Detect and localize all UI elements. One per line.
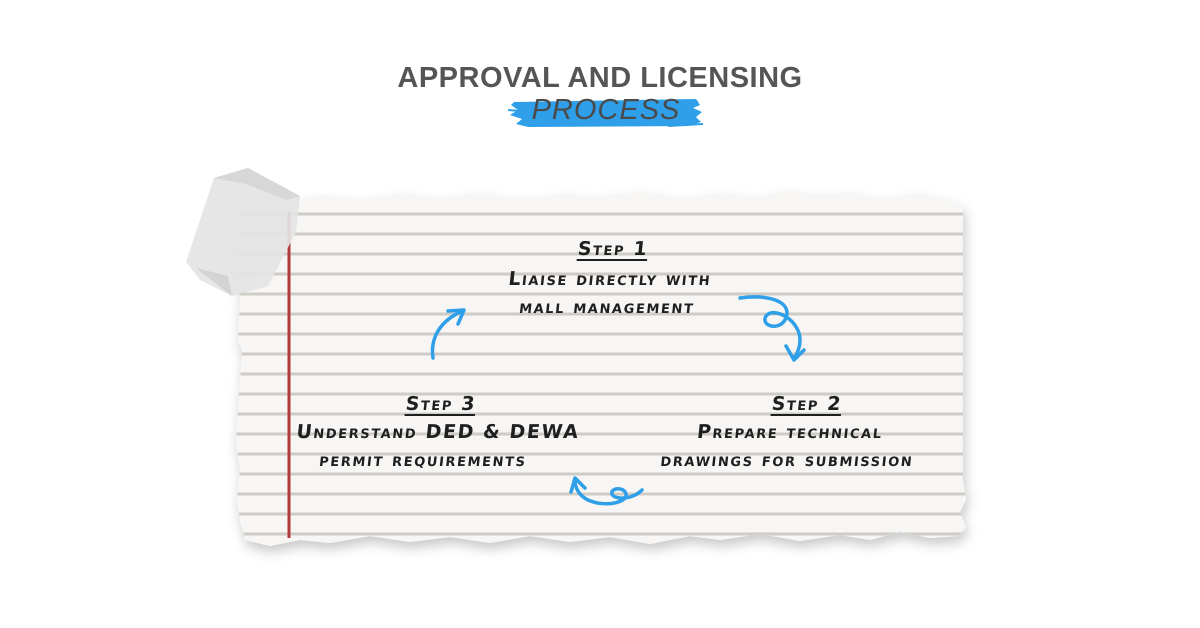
step-3-line-1: Understand DED & DEWA	[295, 421, 581, 443]
step-1: Step 1 Liaise directly with mall managem…	[466, 238, 754, 318]
step-1-line-1: Liaise directly with	[507, 268, 713, 290]
arrow-step2-to-step3	[569, 476, 644, 506]
step-2-line-1: Prepare technical	[696, 421, 884, 443]
arrow-step1-to-step2	[738, 295, 806, 362]
tape-piece	[186, 168, 300, 296]
page-subtitle: PROCESS	[531, 94, 681, 126]
arrow-step3-to-step1	[430, 308, 466, 360]
page-title: APPROVAL AND LICENSING	[397, 62, 803, 94]
step-2-line-2: drawings for submission	[659, 449, 915, 471]
step-2: Step 2 Prepare technical drawings for su…	[626, 393, 954, 471]
step-3-label: Step 3	[404, 393, 478, 415]
step-3-line-2: permit requirements	[318, 449, 528, 471]
step-1-line-2: mall management	[518, 296, 696, 318]
ruled-lines	[236, 212, 966, 536]
step-1-label: Step 1	[576, 238, 650, 260]
step-2-label: Step 2	[770, 393, 844, 415]
brush-stroke-highlight	[508, 99, 704, 127]
step-3: Step 3 Understand DED & DEWA permit requ…	[286, 393, 590, 471]
